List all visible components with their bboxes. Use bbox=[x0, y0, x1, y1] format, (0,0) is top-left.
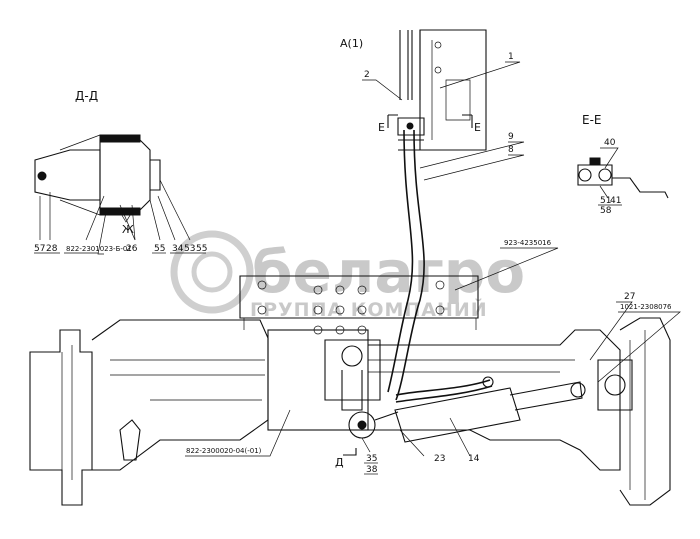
callout-38: 38 bbox=[366, 465, 378, 475]
callout-boxes bbox=[34, 204, 622, 475]
callout-1: 1 bbox=[508, 52, 514, 62]
callout-27: 27 bbox=[624, 292, 635, 302]
zh-label: Ж bbox=[122, 223, 134, 236]
callout-34: 34 bbox=[172, 244, 184, 254]
cut-marks bbox=[119, 114, 473, 456]
callout-923-4235016: 923-4235016 bbox=[504, 239, 552, 247]
hydraulic-hoses bbox=[387, 30, 493, 403]
watermark-brand: белагро bbox=[252, 238, 525, 306]
view-a-bracket bbox=[397, 29, 487, 151]
view-a-label: А(1) bbox=[340, 37, 363, 50]
callout-2: 2 bbox=[364, 70, 370, 80]
callout-labels: 1 2 9 8 40 51 41 58 57 28 822-2301023-Б-… bbox=[34, 52, 672, 475]
callout-55b: 55 bbox=[196, 244, 207, 254]
callout-1021-2308076: 1021-2308076 bbox=[620, 303, 672, 311]
section-ee-detail bbox=[577, 157, 669, 199]
callout-14: 14 bbox=[468, 454, 480, 464]
cut-e-left-label: Е bbox=[378, 121, 385, 134]
section-ee-label: Е-Е bbox=[582, 113, 602, 127]
watermark-group: ГРУППА КОМПАНИЙ bbox=[250, 298, 488, 321]
mounting-bolts bbox=[257, 280, 445, 335]
callout-822-2300020: 822-2300020-04(-01) bbox=[186, 447, 262, 455]
callout-9: 9 bbox=[508, 132, 514, 142]
callout-41: 41 bbox=[610, 196, 621, 206]
callout-26: 26 bbox=[126, 244, 138, 254]
callout-51: 51 bbox=[600, 196, 611, 206]
callout-822-2301023: 822-2301023-Б-01 bbox=[66, 245, 132, 253]
callout-53: 53 bbox=[184, 244, 195, 254]
section-labels: А(1) Д-Д Е-Е Е Е Д Ж bbox=[75, 37, 602, 469]
callout-28: 28 bbox=[46, 244, 58, 254]
callout-55a: 55 bbox=[154, 244, 165, 254]
steering-cylinder bbox=[348, 376, 586, 443]
watermark-logo-ring bbox=[170, 230, 254, 314]
watermark: белагро ГРУППА КОМПАНИЙ bbox=[170, 230, 525, 321]
callout-23: 23 bbox=[434, 454, 445, 464]
section-dd-label: Д-Д bbox=[75, 89, 98, 103]
cut-d-label: Д bbox=[335, 456, 344, 469]
watermark-logo-core bbox=[191, 251, 233, 293]
leader-lines bbox=[39, 61, 681, 457]
callout-8: 8 bbox=[508, 145, 514, 155]
callout-40: 40 bbox=[604, 138, 616, 148]
callout-35: 35 bbox=[366, 454, 377, 464]
section-dd-detail bbox=[34, 134, 161, 216]
axle-assembly bbox=[29, 275, 671, 506]
cut-e-right-label: Е bbox=[474, 121, 481, 134]
callout-57: 57 bbox=[34, 244, 45, 254]
callout-58: 58 bbox=[600, 206, 612, 216]
